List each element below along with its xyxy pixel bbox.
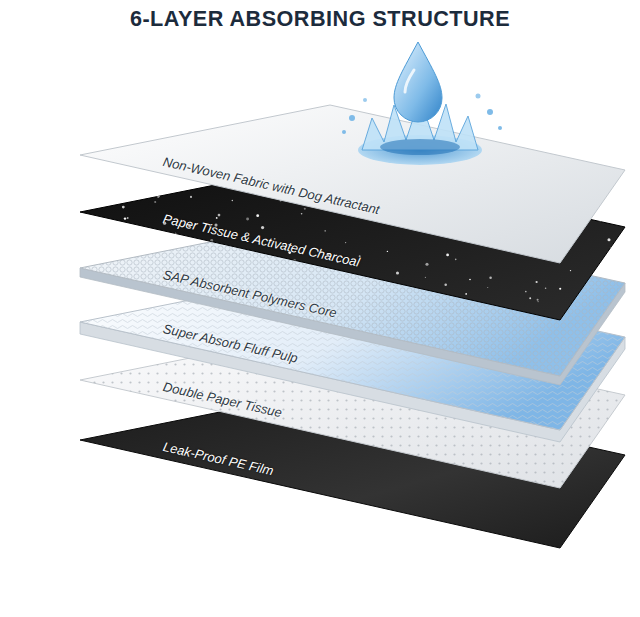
layer-label: Double Paper Tissue	[161, 379, 283, 421]
title: 6-LAYER ABSORBING STRUCTURE	[0, 6, 640, 32]
layer-label: SAP Absorbent Polymers Core	[161, 267, 338, 322]
layer-label: Paper Tissue & Activated Charcoal	[161, 211, 361, 271]
layer-label: Super Absorb Fluff Pulp	[161, 321, 299, 367]
layer-label: Leak-Proof PE Film	[161, 439, 274, 479]
layer-label: Non-Woven Fabric with Dog Attractant	[161, 154, 380, 218]
